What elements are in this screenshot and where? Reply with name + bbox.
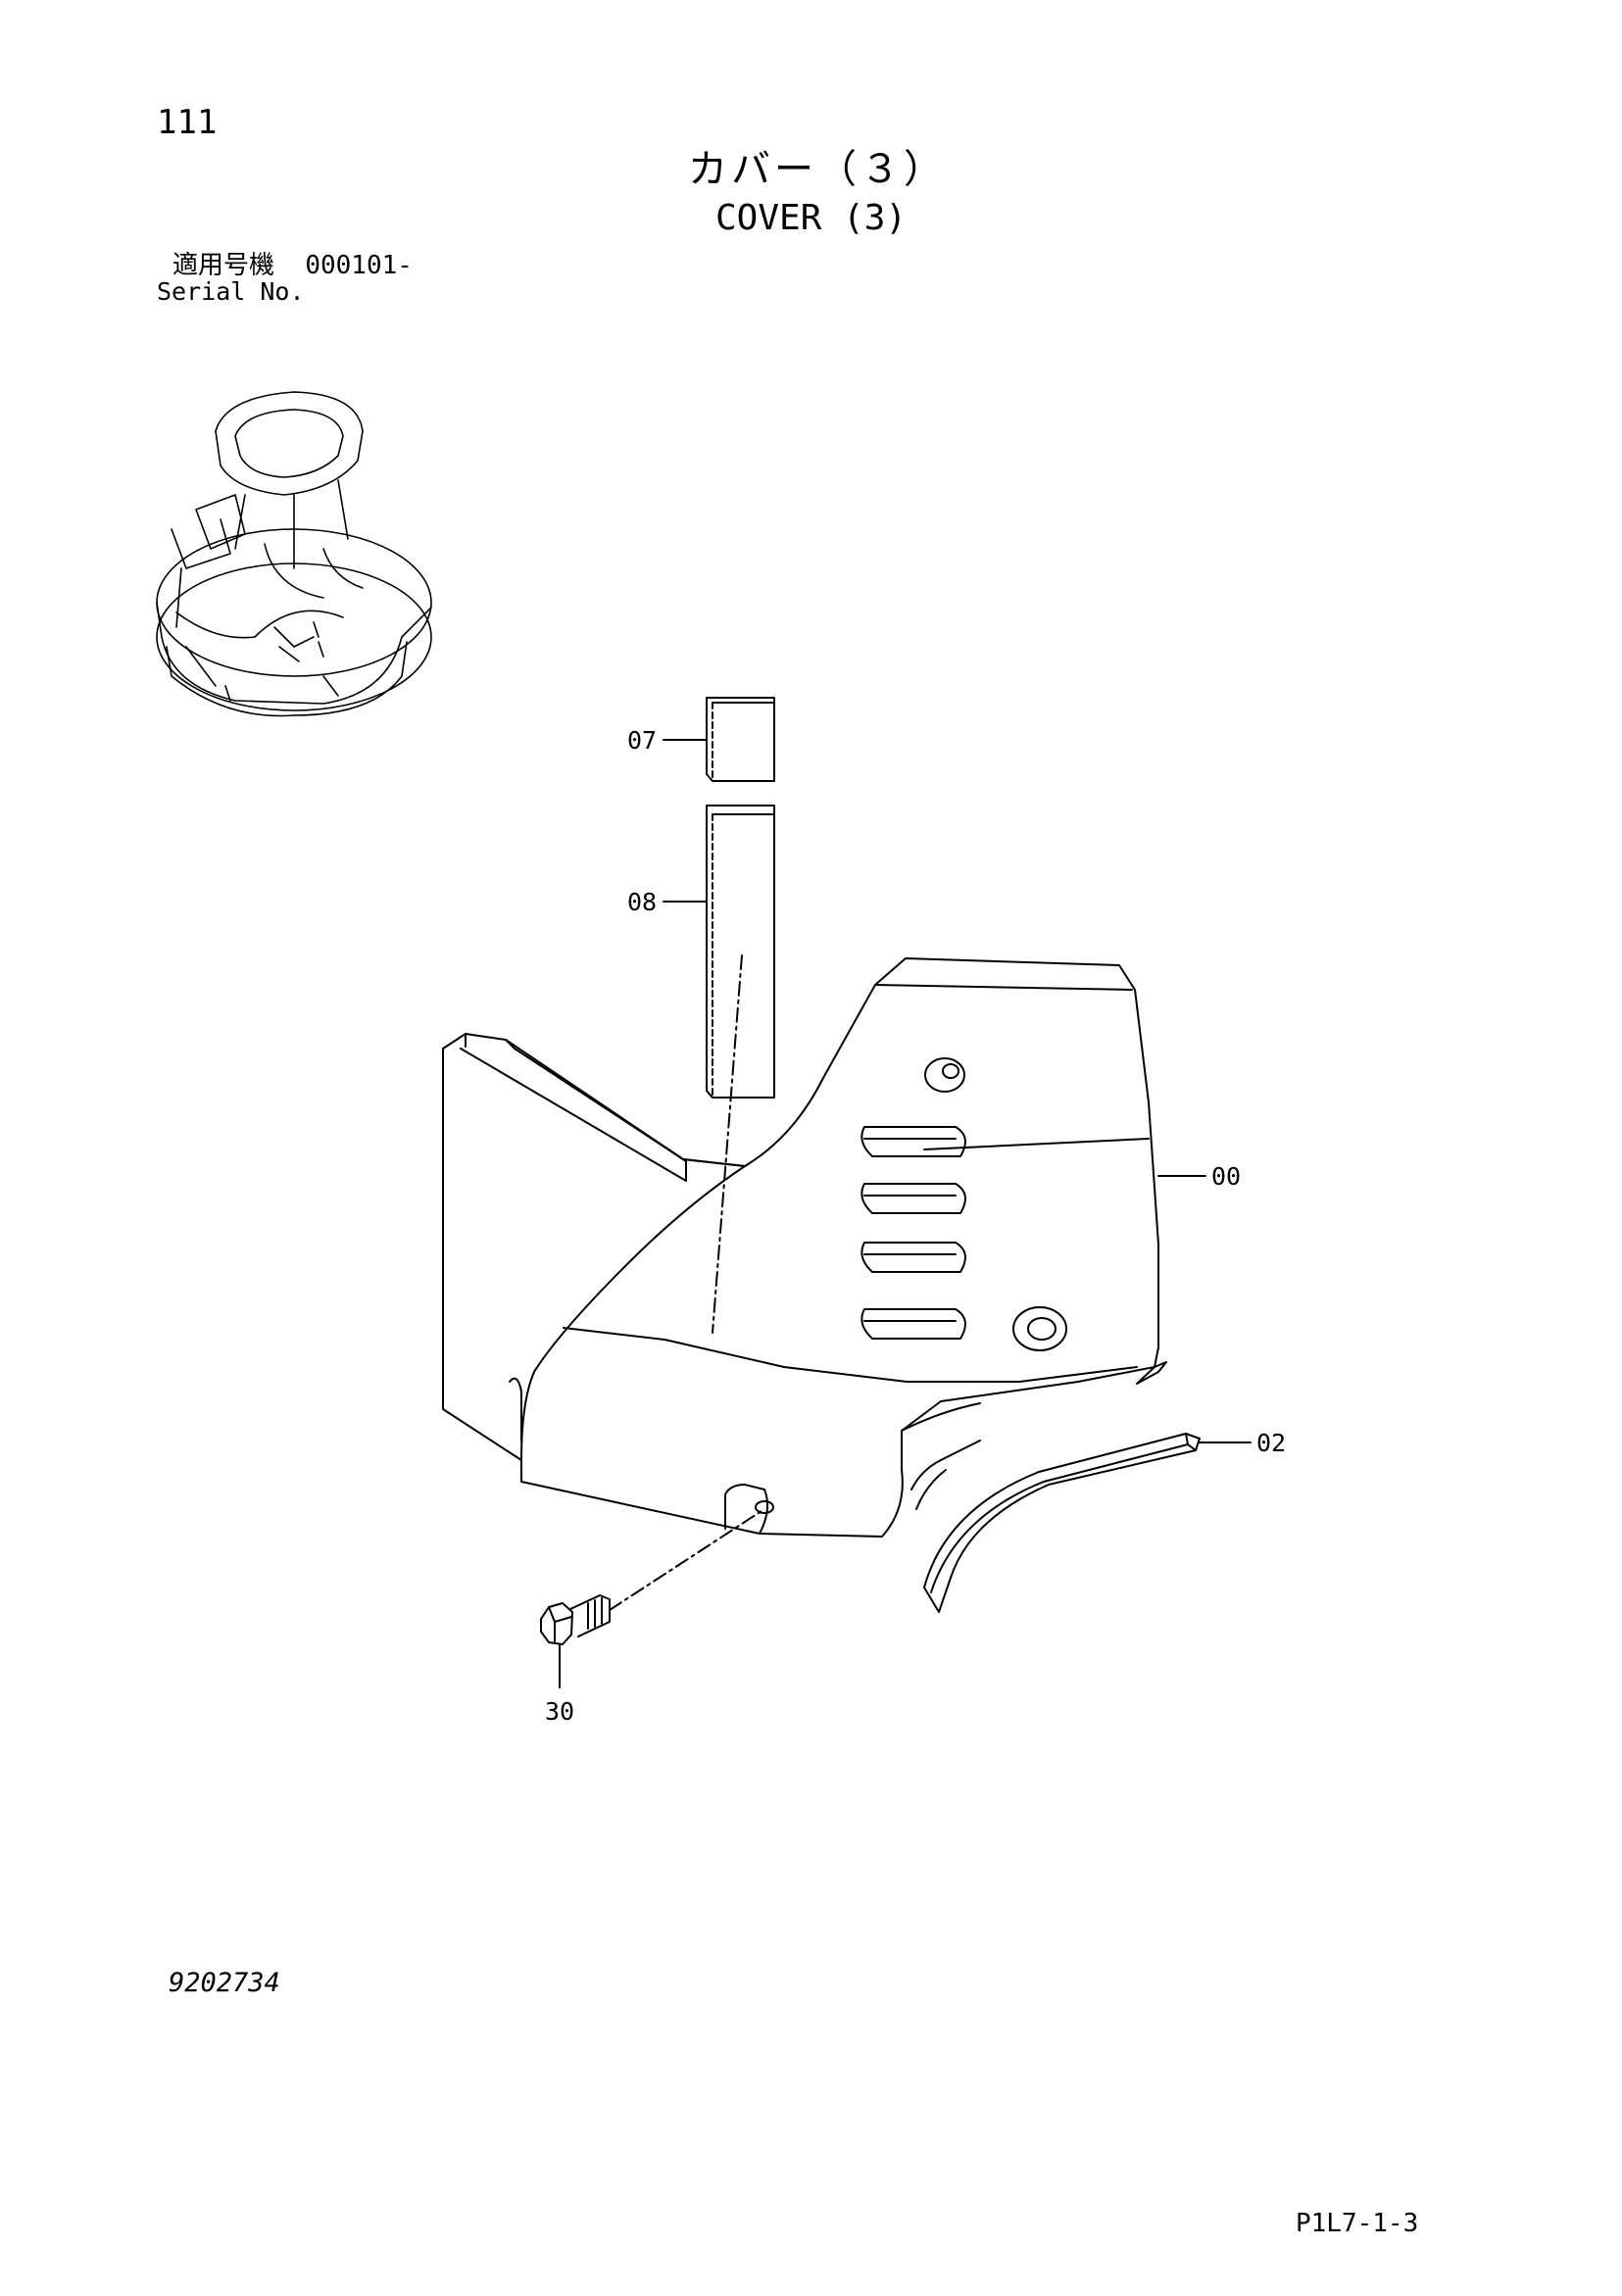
serial-label-english: Serial No. xyxy=(157,277,305,306)
callout-30: 30 xyxy=(545,1697,574,1726)
title-japanese: カバー（３） xyxy=(688,147,947,192)
serial-label-jp-text: 適用号機 xyxy=(172,251,275,280)
part-08-strip xyxy=(706,805,775,1099)
part-00-cover xyxy=(442,954,1167,1538)
part-30-bolt xyxy=(540,1594,611,1645)
part-02-seal xyxy=(910,1433,1201,1613)
callout-07: 07 xyxy=(627,726,657,755)
callout-00: 00 xyxy=(1211,1162,1241,1191)
page-code: P1L7-1-3 xyxy=(1296,2209,1419,2238)
serial-label-japanese: 適用号機 000101- xyxy=(172,253,413,278)
serial-value: 000101- xyxy=(305,251,413,280)
part-07-plate xyxy=(706,697,775,782)
bolt-axis xyxy=(609,1508,765,1611)
callout-08: 08 xyxy=(627,888,657,916)
callout-02: 02 xyxy=(1256,1429,1286,1457)
page-number: 111 xyxy=(157,103,218,142)
title-english: COVER (3) xyxy=(715,198,908,238)
drawing-number: 9202734 xyxy=(169,1968,280,1998)
location-thumbnail xyxy=(156,391,432,717)
